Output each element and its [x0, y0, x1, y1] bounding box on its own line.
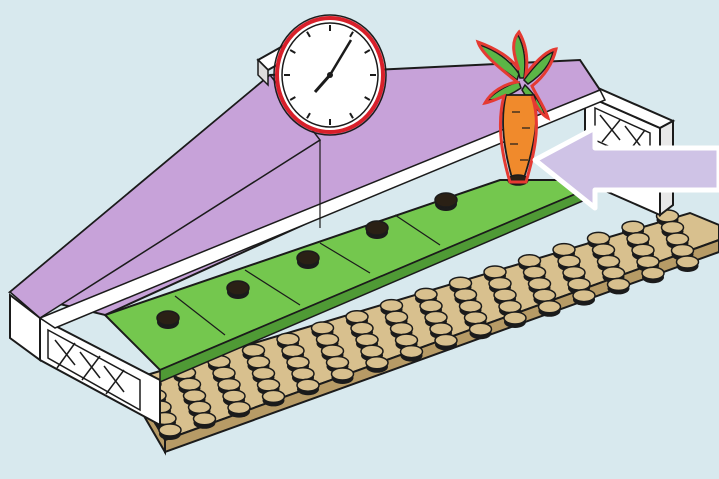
tan-stud	[365, 356, 389, 373]
green-stud-row	[156, 192, 458, 329]
clock-tick	[349, 112, 354, 119]
tan-stud	[394, 333, 419, 351]
green-stud	[296, 250, 320, 269]
tan-stud	[527, 277, 552, 294]
roof-front-trim	[38, 89, 607, 329]
clock-tick	[289, 96, 296, 101]
tan-stud	[641, 266, 665, 284]
tan-stud	[537, 300, 562, 317]
tan-stud	[586, 231, 611, 249]
tan-stud	[192, 412, 217, 429]
clock-tick	[306, 31, 311, 38]
pointer-arrow-icon	[532, 125, 719, 211]
tan-stud	[227, 400, 251, 418]
left-white-wall-front	[39, 316, 161, 427]
tan-stud	[606, 277, 631, 295]
clock-tick	[289, 49, 296, 54]
green-grass-strip	[103, 179, 586, 384]
purple-roof	[7, 40, 607, 329]
clock-tick	[306, 112, 311, 119]
clock-tick	[364, 49, 371, 54]
clock-tick	[364, 96, 371, 101]
tan-stud	[389, 321, 414, 339]
tan-stud	[261, 389, 286, 407]
carrot-highlight-outline	[475, 29, 558, 184]
tan-stud	[675, 255, 700, 272]
tan-stud	[434, 333, 458, 351]
tan-baseplate	[128, 209, 719, 456]
green-stud	[226, 280, 250, 299]
carrot-icon	[475, 29, 558, 186]
tan-stud	[503, 311, 527, 328]
left-railing	[47, 328, 141, 412]
green-stud	[365, 220, 389, 239]
clock-icon	[273, 14, 387, 136]
tan-stud	[468, 322, 493, 340]
clock-tick	[349, 31, 354, 38]
tan-stud	[296, 378, 320, 396]
tan-stud	[158, 423, 182, 440]
green-stud	[434, 192, 458, 211]
tan-stud	[291, 366, 315, 384]
green-stud	[156, 310, 180, 329]
tan-stud	[493, 288, 517, 305]
tan-stud	[414, 287, 438, 305]
tan-stud	[572, 288, 596, 306]
tan-stud	[399, 344, 424, 362]
tan-stud	[330, 367, 355, 384]
